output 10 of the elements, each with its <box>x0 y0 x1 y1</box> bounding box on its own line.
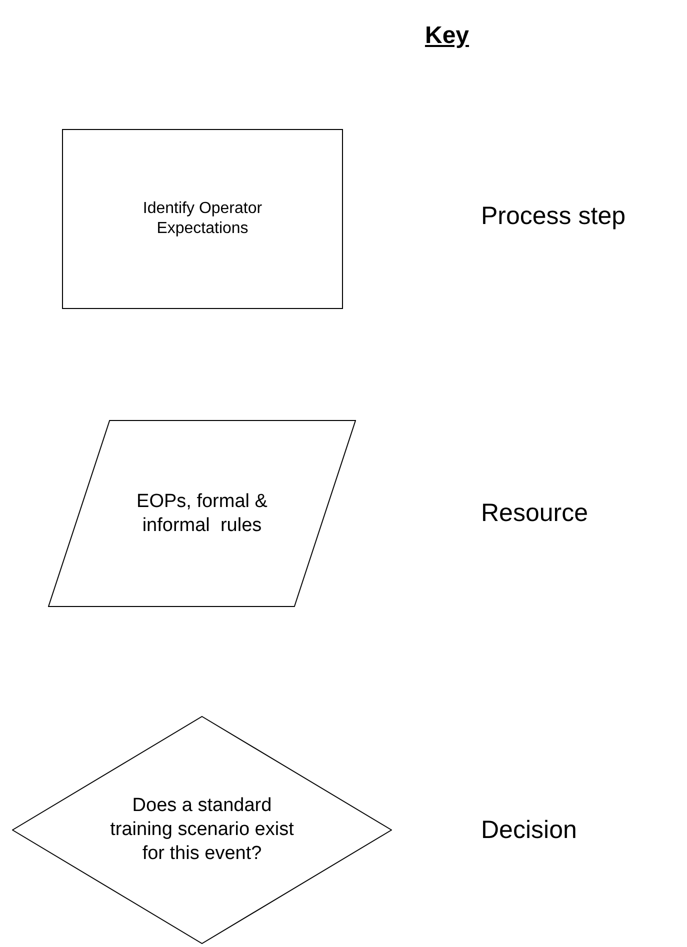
decision-diamond <box>12 716 392 944</box>
process-box <box>62 129 343 309</box>
node-text: Does a standard training scenario exist for this event? <box>109 794 295 866</box>
key-label: Process step <box>481 204 626 229</box>
resource-parallelogram <box>48 420 356 607</box>
node-text: Identify Operator Expectations <box>142 199 264 239</box>
node-text: EOPs, formal & informal rules <box>136 490 268 538</box>
key-title: Key <box>424 24 470 48</box>
key-label: Resource <box>481 501 588 526</box>
key-label: Decision <box>481 818 577 843</box>
